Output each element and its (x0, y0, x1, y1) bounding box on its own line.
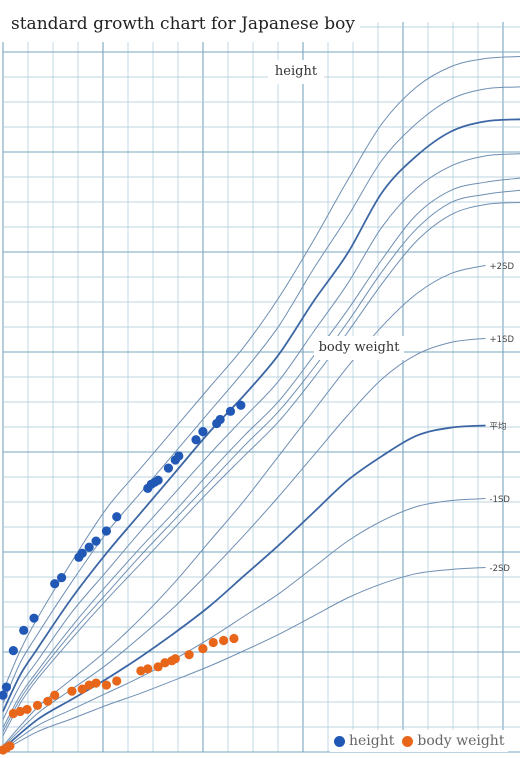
weight-curve-label: +1SD (490, 335, 515, 345)
weight-curve (2, 498, 486, 751)
height-point (225, 406, 236, 416)
weight-point (153, 662, 163, 672)
legend-height-marker (334, 735, 345, 747)
weight-curve-label: +2SD (490, 262, 515, 272)
height-point (215, 414, 225, 425)
weight-curve-label: 平均 (490, 421, 507, 432)
weight-point (22, 704, 32, 715)
weight-point (143, 664, 153, 674)
weight-point (32, 700, 43, 710)
weight-point (136, 666, 146, 676)
height-point (236, 400, 246, 410)
weight-point (15, 706, 25, 717)
height-point (174, 451, 184, 461)
weight-point (84, 680, 94, 690)
height-point (56, 573, 67, 583)
weight-point (67, 686, 77, 696)
height-point (19, 625, 29, 635)
chart-title: standard growth chart for Japanese boy (11, 14, 355, 34)
weight-point (43, 696, 53, 706)
weight-curve (2, 264, 486, 747)
weight-point (170, 654, 180, 664)
height-point (8, 646, 18, 656)
height-point (101, 526, 111, 536)
title-box: standard growth chart for Japanese boy (0, 0, 360, 42)
legend-item-height: height (334, 733, 394, 749)
weight-point (184, 650, 194, 660)
height-point (50, 579, 60, 589)
weight-point (91, 678, 101, 688)
height-point (163, 463, 174, 473)
legend-weight-marker (402, 735, 414, 747)
height-point (1, 682, 12, 692)
legend-item-weight: body weight (402, 733, 504, 749)
weight-point (50, 690, 60, 700)
height-point (84, 542, 94, 552)
height-curve (2, 118, 521, 712)
weight-curve (2, 337, 486, 748)
weight-point (112, 676, 122, 686)
legend-weight-label: body weight (417, 733, 505, 749)
weight-point (208, 637, 218, 648)
height-point (91, 536, 101, 546)
weight-section-label: body weight (314, 336, 404, 360)
height-curve (2, 201, 521, 737)
weight-point (77, 684, 87, 694)
height-curve (2, 86, 521, 704)
weight-point (8, 708, 18, 719)
weight-point (101, 680, 111, 690)
weight-point (218, 635, 229, 646)
height-point (191, 435, 201, 445)
height-point (0, 690, 8, 700)
weight-curve (2, 424, 486, 750)
height-section-label: height (268, 60, 324, 84)
legend-height-label: height (349, 733, 395, 749)
height-curve (2, 177, 521, 728)
weight-point (5, 741, 15, 751)
height-point (29, 613, 39, 623)
legend: height body weight (330, 730, 509, 752)
height-point (153, 475, 163, 485)
weight-curve (2, 566, 486, 752)
height-point (198, 427, 208, 437)
weight-point (198, 643, 208, 654)
height-point (112, 512, 122, 522)
weight-curve-label: -2SD (490, 564, 511, 574)
height-curve (2, 153, 521, 720)
weight-point (229, 633, 239, 644)
height-point (77, 548, 87, 558)
weight-point (160, 658, 170, 668)
weight-curve-label: -1SD (490, 495, 511, 505)
height-curve (2, 189, 521, 732)
